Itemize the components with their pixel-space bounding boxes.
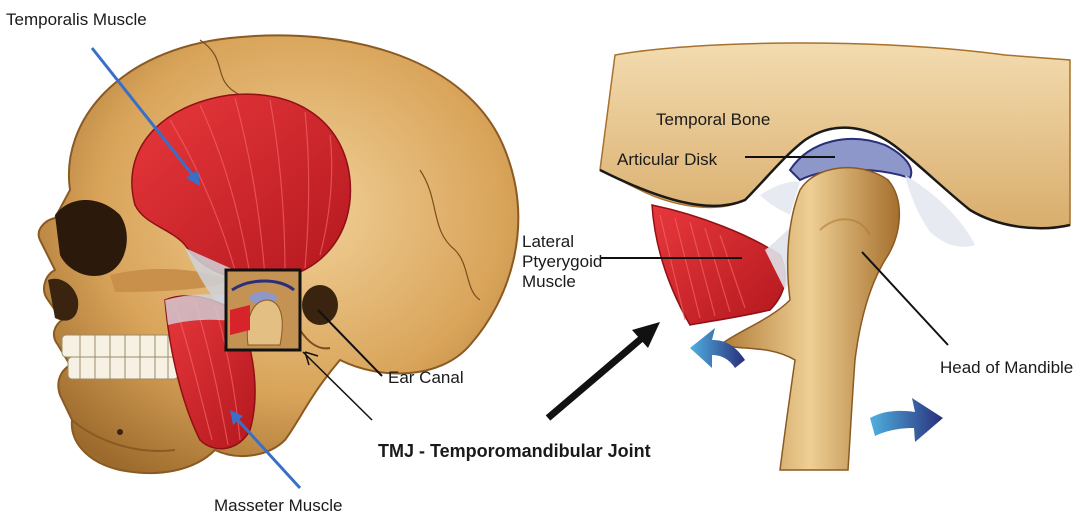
lateral-pterygoid-label-line3: Muscle	[522, 272, 602, 292]
articular-disk-label: Articular Disk	[617, 150, 717, 170]
tmj-closeup-illustration	[600, 43, 1070, 470]
skull-illustration	[39, 35, 519, 473]
masseter-muscle-label: Masseter Muscle	[214, 496, 342, 516]
lateral-pterygoid-label: Lateral Ptyerygoid Muscle	[522, 232, 602, 292]
lateral-pterygoid-label-line1: Lateral	[522, 232, 602, 252]
tmj-label: TMJ - Temporomandibular Joint	[378, 441, 651, 461]
lateral-pterygoid-label-line2: Ptyerygoid	[522, 252, 602, 272]
temporal-bone-label: Temporal Bone	[656, 110, 770, 130]
head-of-mandible-leader-line	[862, 252, 948, 345]
motion-arrow-right	[870, 398, 943, 442]
tmj-pointer-arrow	[548, 322, 660, 418]
temporalis-muscle-label: Temporalis Muscle	[6, 10, 147, 30]
head-of-mandible-label: Head of Mandible	[940, 358, 1073, 378]
teeth	[62, 335, 182, 379]
ear-canal-label: Ear Canal	[388, 368, 464, 388]
tmj-inset-box	[226, 270, 300, 350]
